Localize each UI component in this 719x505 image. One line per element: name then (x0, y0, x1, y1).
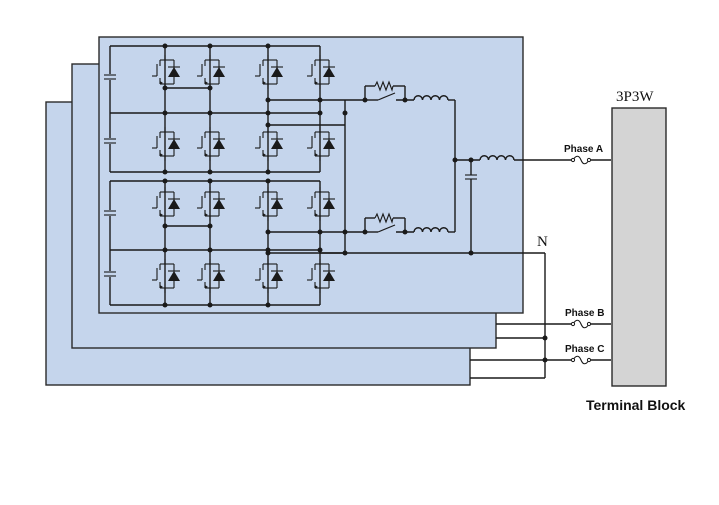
fuse-icon (570, 319, 592, 329)
terminal-block (611, 107, 667, 387)
system-type-label: 3P3W (616, 89, 654, 105)
phase-c-label: Phase C (565, 344, 604, 355)
relay-switch-icon (377, 92, 396, 101)
inverter-circuit (103, 43, 571, 378)
relay-switch-icon (377, 224, 396, 233)
phase-b-label: Phase B (565, 308, 604, 319)
phase-a-label: Phase A (564, 144, 603, 155)
terminal-block-label: Terminal Block (586, 397, 686, 413)
neutral-label: N (537, 234, 548, 250)
fuse-icon (570, 355, 592, 365)
inverter-module-phase-a (98, 36, 524, 314)
fuse-icon (570, 155, 592, 165)
